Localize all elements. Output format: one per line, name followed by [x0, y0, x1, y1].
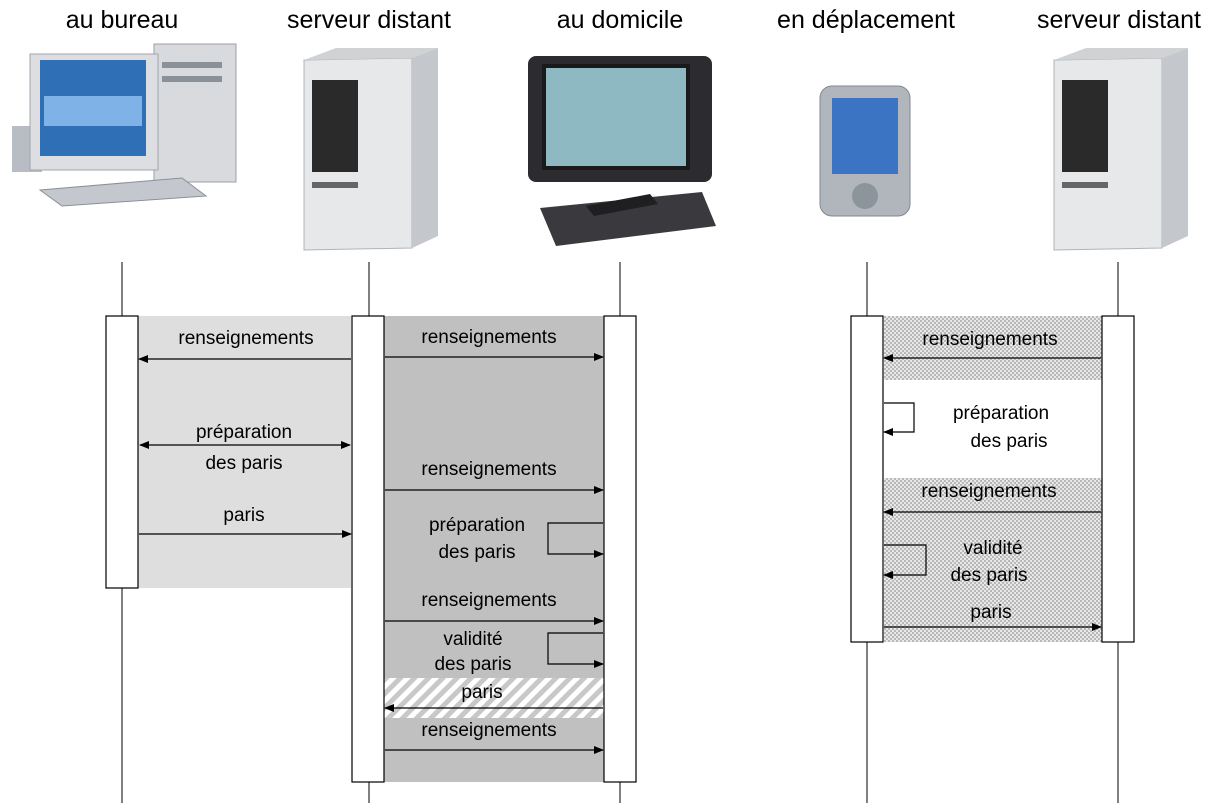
message-label: renseignements	[421, 720, 557, 741]
message-label: renseignements	[421, 459, 557, 480]
header-mobile: en déplacement	[777, 6, 955, 34]
header-home: au domicile	[556, 6, 684, 34]
header-office: au bureau	[65, 6, 179, 34]
message-label: des paris	[950, 565, 1028, 586]
mobile-zone-bottom	[884, 478, 1102, 642]
header-server-2: serveur distant	[1037, 6, 1201, 34]
home-hatched-zone	[384, 678, 604, 718]
message-label: préparation	[195, 422, 293, 443]
message-label: renseignements	[421, 327, 557, 348]
arrow-m6	[547, 522, 604, 558]
activation-bars	[105, 315, 1135, 783]
message-label: validité	[443, 629, 503, 650]
pda-icon	[819, 85, 911, 217]
message-label: préparation	[428, 515, 526, 536]
message-label: validité	[963, 538, 1023, 559]
message-label: des paris	[970, 431, 1048, 452]
office-zone	[138, 316, 351, 588]
message-label: des paris	[205, 453, 283, 474]
message-label: paris	[461, 682, 503, 703]
tower-server-icon	[303, 48, 438, 251]
message-label: paris	[223, 505, 265, 526]
arrow-m14	[883, 544, 927, 579]
header-server-1: serveur distant	[287, 6, 451, 34]
message-label: des paris	[438, 542, 516, 563]
television-set-top-box-icon	[528, 56, 716, 246]
message-label: renseignements	[922, 329, 1058, 350]
tower-server-icon	[1053, 48, 1188, 251]
message-label: renseignements	[421, 590, 557, 611]
message-label: renseignements	[921, 481, 1057, 502]
message-label: préparation	[952, 403, 1050, 424]
arrow-m8	[547, 632, 604, 668]
mobile-zone-top	[884, 316, 1102, 380]
message-label: renseignements	[178, 328, 314, 349]
message-label: des paris	[434, 654, 512, 675]
message-label: paris	[970, 602, 1012, 623]
desktop-computer-icon	[12, 43, 237, 207]
arrow-m12	[883, 402, 915, 436]
